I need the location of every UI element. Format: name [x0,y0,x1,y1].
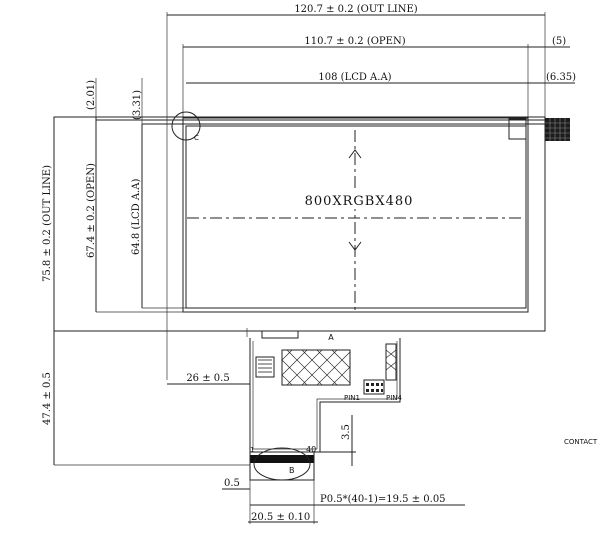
left-offset-331-label: (3.31) [132,90,143,120]
open-height-label: 67.4 ± 0.2 (OPEN) [86,163,97,258]
four-pin-connector-pins [366,383,383,392]
centre-arrow-up [348,149,362,159]
total-height-label: 47.4 ± 0.5 [42,372,53,425]
pitch-label: P0.5*(40-1)=19.5 ± 0.05 [320,494,446,505]
contact-pin1-label: 1 [250,446,254,454]
contact-pin40-label: 40 [306,445,316,454]
fpc-side-hatch [385,349,397,371]
fpc-step-label: 3.5 [341,424,352,440]
lcd-aa-height-label: 64.8 (LCD A.A) [131,179,142,255]
detail-b-label: B [289,466,295,475]
resolution-label: 800XRGBX480 [305,194,414,209]
fpc-component-ic [255,356,275,378]
contact-pads [250,455,314,463]
fpc-inner-outline [252,341,398,450]
fpc-outline [249,338,401,453]
panel-outline [53,116,546,332]
open-width-label: 110.7 ± 0.2 (OPEN) [304,36,405,47]
lcd-aa-width-label: 108 (LCD A.A) [318,72,391,83]
pin1-label: PIN1 [344,394,360,402]
right-offset-aa-label: (6.35) [546,72,576,83]
detail-a-label: A [328,333,334,342]
right-offset-top-label: (5) [552,36,566,47]
left-offset-201-label: (2.01) [86,80,97,110]
pin4-label: PIN4 [386,394,403,402]
fpc-component-pins [258,359,272,373]
outline-width-label: 120.7 ± 0.2 (OUT LINE) [294,4,417,15]
centre-arrow-down [348,241,362,251]
hatched-tab [545,118,570,141]
four-pin-connector [363,379,385,395]
lcd-active-area [185,125,527,309]
detail-b-ellipse [253,447,311,481]
pin-width-label: 0.5 [224,478,240,489]
detail-c-label: C [194,134,199,142]
fpc-stiffener [281,349,351,386]
fpc-side-component [385,343,397,381]
outline-height-label: 75.8 ± 0.2 (OUT LINE) [42,165,53,282]
contact-label: CONTACT [564,438,598,446]
fpc-offset-label: 26 ± 0.5 [186,373,229,384]
hatched-tab-grid [545,118,570,141]
connector-width-label: 20.5 ± 0.10 [251,512,310,523]
open-area [182,117,529,313]
resolution-label-bg [311,191,409,209]
fpc-junction-tab [261,330,299,339]
detail-c-circle [171,111,201,141]
fpc-stiffener-hatch [281,349,351,386]
tab-outline [508,118,527,140]
